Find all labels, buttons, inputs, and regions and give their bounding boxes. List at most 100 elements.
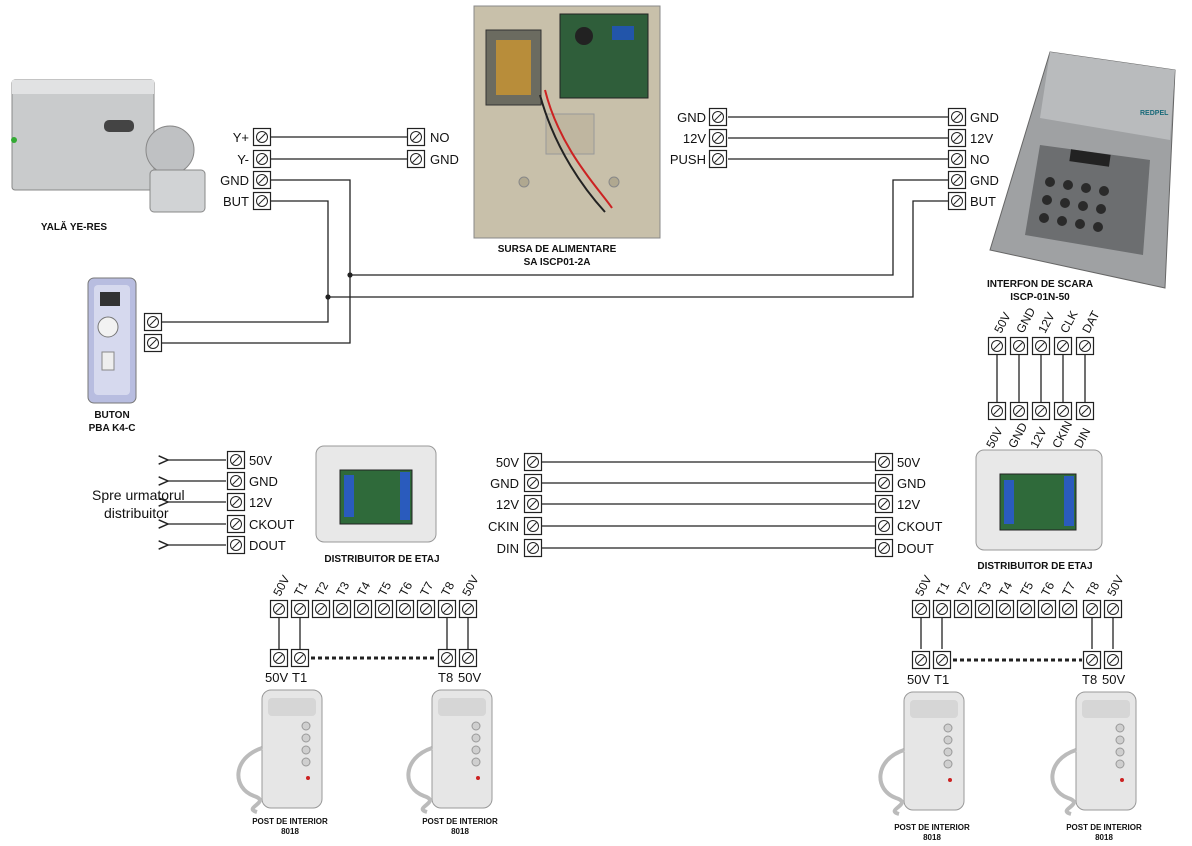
terminal-screw[interactable] (226, 492, 246, 512)
terminal-screw[interactable] (332, 599, 352, 619)
terminal-label: GND (249, 474, 278, 489)
button-caption: BUTON (94, 410, 129, 421)
terminal-screw[interactable] (226, 471, 246, 491)
distributor-left-in-terminals: 50V GND 12V CKIN DIN (488, 452, 543, 558)
distributor-right-caption: DISTRIBUITOR DE ETAJ (977, 561, 1092, 572)
terminal-screw[interactable] (1009, 336, 1029, 356)
terminal-label: CKOUT (249, 517, 295, 532)
phone-terminals-right: 50V T1 T8 50V (907, 650, 1125, 687)
terminal-screw[interactable] (995, 599, 1015, 619)
terminal-screw[interactable] (953, 599, 973, 619)
distributor-left-out-terminals: 50V GND 12V CKOUT DOUT (226, 450, 295, 555)
terminal-screw[interactable] (290, 599, 310, 619)
terminal-screw[interactable] (708, 128, 728, 148)
terminal-screw[interactable] (932, 599, 952, 619)
pin-label: T7 (417, 579, 436, 598)
terminal-label: 12V (496, 497, 519, 512)
terminal-screw[interactable] (523, 452, 543, 472)
terminal-label: NO (430, 130, 450, 145)
terminal-screw[interactable] (252, 170, 272, 190)
terminal-screw[interactable] (311, 599, 331, 619)
terminal-label: PUSH (670, 152, 706, 167)
terminal-screw[interactable] (1075, 336, 1095, 356)
terminal-label: GND (490, 476, 519, 491)
terminal-screw[interactable] (290, 648, 310, 668)
terminal-screw[interactable] (226, 450, 246, 470)
terminal-screw[interactable] (1103, 599, 1123, 619)
terminal-screw[interactable] (458, 648, 478, 668)
terminal-screw[interactable] (1053, 336, 1073, 356)
terminal-screw[interactable] (932, 650, 952, 670)
terminal-screw[interactable] (252, 127, 272, 147)
terminal-screw[interactable] (226, 514, 246, 534)
intercom-model: ISCP-01N-50 (1010, 292, 1070, 303)
terminal-label: DOUT (897, 541, 934, 556)
terminal-screw[interactable] (437, 648, 457, 668)
pin-label: 50V (907, 672, 930, 687)
terminal-screw[interactable] (1075, 401, 1095, 421)
terminal-label: DOUT (249, 538, 286, 553)
terminal-label: 50V (496, 455, 519, 470)
terminal-screw[interactable] (143, 312, 163, 332)
terminal-screw[interactable] (947, 107, 967, 127)
terminal-screw[interactable] (269, 599, 289, 619)
terminal-screw[interactable] (252, 191, 272, 211)
pin-label: GND (1005, 420, 1030, 450)
terminal-screw[interactable] (406, 127, 426, 147)
pin-label: 50V (1104, 573, 1126, 598)
terminal-screw[interactable] (1082, 650, 1102, 670)
terminal-screw[interactable] (1082, 599, 1102, 619)
pin-label: T6 (396, 579, 415, 598)
pin-label: 50V (459, 573, 481, 598)
pin-label: 50V (458, 670, 481, 685)
terminal-screw[interactable] (523, 516, 543, 536)
terminal-screw[interactable] (269, 648, 289, 668)
terminal-screw[interactable] (974, 599, 994, 619)
terminal-screw[interactable] (523, 473, 543, 493)
pin-label: 50V (983, 425, 1005, 450)
terminal-screw[interactable] (987, 336, 1007, 356)
terminal-screw[interactable] (708, 107, 728, 127)
terminal-screw[interactable] (911, 650, 931, 670)
pin-label: T8 (1083, 579, 1102, 598)
terminal-screw[interactable] (1037, 599, 1057, 619)
terminal-screw[interactable] (1103, 650, 1123, 670)
terminal-screw[interactable] (523, 494, 543, 514)
terminal-screw[interactable] (226, 535, 246, 555)
terminal-screw[interactable] (416, 599, 436, 619)
distributor-left-device (315, 445, 437, 543)
terminal-screw[interactable] (947, 149, 967, 169)
terminal-screw[interactable] (1058, 599, 1078, 619)
terminal-screw[interactable] (947, 128, 967, 148)
phone-caption: POST DE INTERIOR (894, 823, 970, 832)
terminal-screw[interactable] (1031, 336, 1051, 356)
terminal-screw[interactable] (947, 191, 967, 211)
terminal-screw[interactable] (874, 473, 894, 493)
terminal-screw[interactable] (1009, 401, 1029, 421)
pin-label: T8 (438, 579, 457, 598)
terminal-label: Y- (237, 152, 249, 167)
terminal-screw[interactable] (874, 452, 894, 472)
terminal-screw[interactable] (395, 599, 415, 619)
terminal-screw[interactable] (143, 333, 163, 353)
terminal-screw[interactable] (947, 170, 967, 190)
pin-label: 12V (1035, 310, 1057, 335)
pin-label: 50V (265, 670, 288, 685)
terminal-screw[interactable] (987, 401, 1007, 421)
terminal-screw[interactable] (874, 516, 894, 536)
terminal-screw[interactable] (1053, 401, 1073, 421)
terminal-screw[interactable] (252, 149, 272, 169)
terminal-screw[interactable] (1031, 401, 1051, 421)
terminal-screw[interactable] (458, 599, 478, 619)
terminal-screw[interactable] (406, 149, 426, 169)
terminal-screw[interactable] (874, 538, 894, 558)
terminal-screw[interactable] (523, 538, 543, 558)
terminal-screw[interactable] (1016, 599, 1036, 619)
terminal-screw[interactable] (708, 149, 728, 169)
terminal-screw[interactable] (374, 599, 394, 619)
terminal-screw[interactable] (874, 494, 894, 514)
terminal-screw[interactable] (437, 599, 457, 619)
terminal-screw[interactable] (353, 599, 373, 619)
terminal-screw[interactable] (911, 599, 931, 619)
